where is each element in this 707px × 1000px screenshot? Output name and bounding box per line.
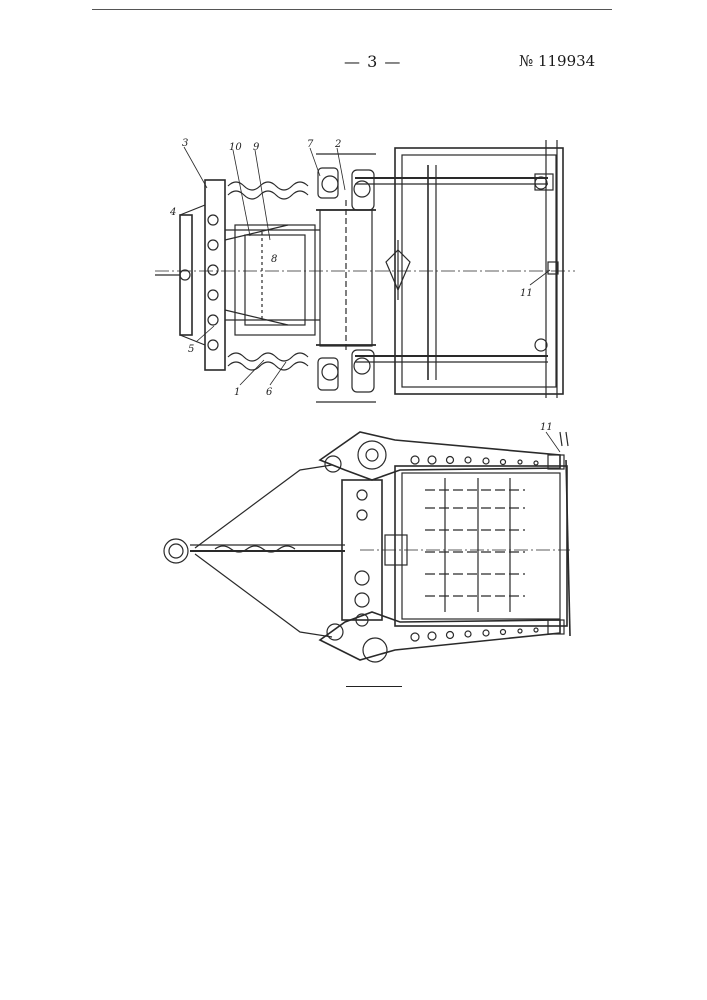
label-4: 4	[169, 207, 176, 218]
end-rule	[346, 686, 402, 687]
label-11-top: 11	[520, 288, 533, 299]
label-3: 3	[182, 138, 188, 149]
label-1: 1	[234, 387, 240, 398]
label-2: 2	[334, 139, 341, 150]
label-8: 8	[271, 254, 277, 265]
label-7: 7	[307, 139, 314, 150]
figure-top	[155, 140, 575, 402]
label-9: 9	[253, 142, 260, 153]
label-6: 6	[266, 387, 273, 398]
figure-bottom	[164, 432, 570, 662]
label-group-bottom: 11	[540, 422, 553, 433]
label-10: 10	[229, 142, 242, 153]
label-11-bottom: 11	[540, 422, 553, 433]
label-5: 5	[188, 344, 194, 355]
